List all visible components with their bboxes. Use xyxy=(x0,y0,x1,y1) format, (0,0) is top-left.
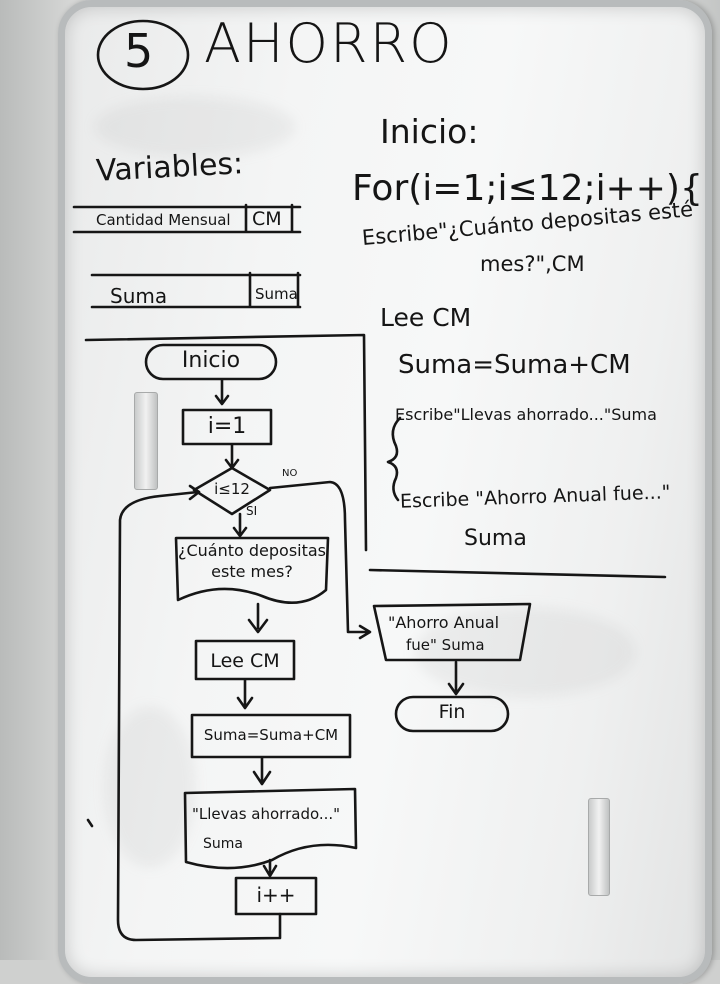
arrow xyxy=(236,678,254,710)
fc-end-shape xyxy=(394,695,510,733)
pseudo-read: Lee CM xyxy=(380,303,472,332)
divider-right xyxy=(368,568,667,579)
pseudo-loop: For(i=1;i≤12;i++){ xyxy=(352,168,703,209)
fc-progress-label: "Llevas ahorrado..." xyxy=(192,805,341,823)
board-clip xyxy=(134,392,158,490)
arrow xyxy=(224,443,240,470)
pseudo-write-progress: Escribe"Llevas ahorrado..."Suma xyxy=(395,405,657,424)
stray-mark xyxy=(86,818,94,828)
fc-result-label-cont: fue" Suma xyxy=(406,636,485,654)
board-clip xyxy=(588,798,610,896)
divider-left xyxy=(84,333,368,552)
title-number: 5 xyxy=(124,24,154,78)
variable-name: Cantidad Mensual xyxy=(96,211,231,229)
fc-no-label: NO xyxy=(282,468,298,479)
arrow-no xyxy=(268,480,372,640)
arrow xyxy=(262,858,278,878)
fc-condition-label: i≤12 xyxy=(214,480,250,498)
fc-end-label: Fin xyxy=(438,701,466,723)
title-number-circle xyxy=(96,19,190,91)
fc-init-shape xyxy=(181,408,273,446)
pseudo-close-brace: } xyxy=(380,430,405,476)
fc-increment-label: i++ xyxy=(256,883,296,907)
pseudo-start: Inicio: xyxy=(380,112,479,151)
fc-result-shape xyxy=(372,602,532,662)
fc-sum-label: Suma=Suma+CM xyxy=(203,726,339,744)
fc-increment-shape xyxy=(234,876,318,916)
arrow-yes xyxy=(232,512,248,538)
fc-progress-label-cont: Suma xyxy=(203,836,243,852)
fc-yes-label: SI xyxy=(246,504,258,518)
fc-start-label: Inicio xyxy=(181,348,241,373)
marker-strokes xyxy=(72,19,667,942)
variables-row1-lines xyxy=(72,203,302,234)
fc-prompt-shape xyxy=(174,536,330,605)
fc-prompt-label-cont: este mes? xyxy=(211,562,293,581)
fc-init-label: i=1 xyxy=(207,414,247,439)
arrow xyxy=(252,756,272,786)
pseudo-sum: Suma=Suma+CM xyxy=(398,350,631,380)
pseudo-write-prompt-cont: mes?",CM xyxy=(480,252,585,276)
variable-symbol: Suma xyxy=(255,285,298,303)
title-word: AHORRO xyxy=(204,12,454,75)
variable-name: Suma xyxy=(110,284,168,308)
closing-brace-stroke xyxy=(386,416,402,502)
variable-symbol: CM xyxy=(252,208,282,230)
fc-start-shape xyxy=(144,343,278,381)
arrow xyxy=(214,378,230,406)
fc-sum-shape xyxy=(190,713,352,759)
smudge xyxy=(415,607,635,697)
variables-row2-lines xyxy=(90,271,302,309)
smudge xyxy=(95,97,295,157)
arrow xyxy=(247,602,269,634)
arrow xyxy=(447,660,465,696)
loop-back-line xyxy=(116,490,282,942)
fc-read-label: Lee CM xyxy=(210,650,280,672)
fc-condition-shape xyxy=(192,466,272,516)
loop-arrowhead xyxy=(188,484,201,501)
pseudo-write-result-cont: Suma xyxy=(464,526,527,551)
fc-prompt-label: ¿Cuánto depositas xyxy=(177,541,327,560)
fc-progress-shape xyxy=(183,787,358,870)
fc-result-label: "Ahorro Anual xyxy=(388,613,500,632)
